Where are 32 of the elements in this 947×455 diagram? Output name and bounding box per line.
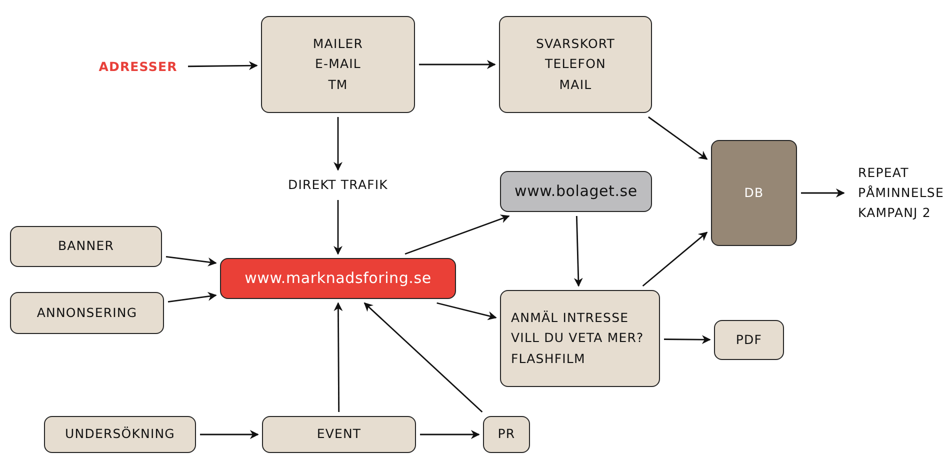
arrow xyxy=(404,214,510,255)
arrow xyxy=(188,61,258,70)
process-box: SVARSKORT TELEFON MAIL xyxy=(499,16,652,113)
arrow xyxy=(334,117,342,171)
arrow xyxy=(166,256,217,266)
arrow xyxy=(419,60,496,69)
arrow xyxy=(420,430,480,439)
process-box: UNDERSÖKNING xyxy=(44,416,196,453)
arrow xyxy=(664,335,711,344)
process-box: MAILER E-MAIL TM xyxy=(261,16,415,113)
arrow xyxy=(801,188,845,198)
process-box: PR xyxy=(483,416,530,453)
flow-label: DIREKT TRAFIK xyxy=(272,174,404,196)
process-box: BANNER xyxy=(10,226,162,267)
arrow xyxy=(648,116,708,160)
arrow xyxy=(574,216,583,287)
process-box: ANMÄL INTRESSE VILL DU VETA MER? FLASHFILM xyxy=(500,290,660,387)
arrow xyxy=(334,302,343,412)
website-box: www.marknadsforing.se xyxy=(220,258,456,299)
process-box: EVENT xyxy=(262,416,416,453)
source-label: ADRESSER xyxy=(92,55,184,79)
arrow xyxy=(642,232,708,287)
arrow xyxy=(436,302,497,320)
process-box: ANNONSERING xyxy=(10,292,164,334)
arrow xyxy=(200,430,259,439)
database-box: DB xyxy=(711,140,797,246)
arrow xyxy=(168,292,217,303)
process-box: PDF xyxy=(714,320,784,360)
website-box: www.bolaget.se xyxy=(500,171,652,212)
arrow xyxy=(334,200,342,255)
arrow xyxy=(364,302,483,413)
output-label: REPEAT PÅMINNELSE KAMPANJ 2 xyxy=(848,152,945,234)
